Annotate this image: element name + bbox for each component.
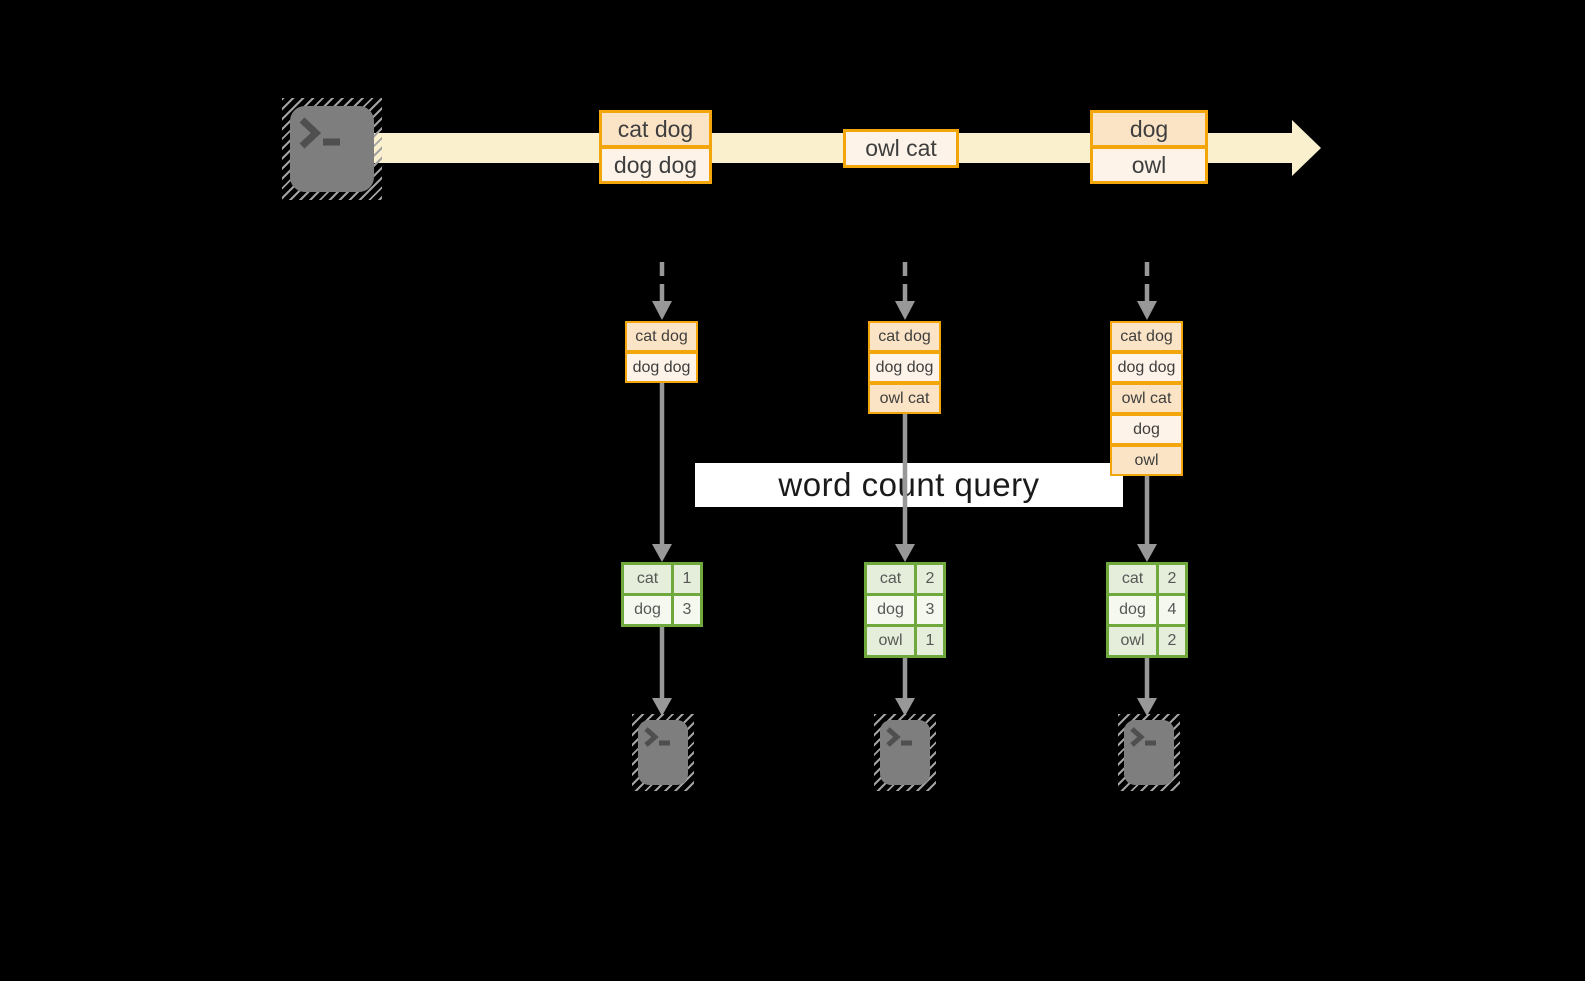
- window-record: dog: [1110, 414, 1183, 445]
- down-arrow-head: [1137, 544, 1157, 562]
- word-text: dog: [877, 601, 904, 618]
- word-text: cat: [879, 570, 902, 587]
- count-text: 2: [1167, 570, 1177, 587]
- word-cell: owl: [867, 627, 914, 655]
- window-buffer-2: cat dog dog dog owl cat: [868, 321, 941, 414]
- window-record: cat dog: [625, 321, 698, 352]
- stream-record-batch-1: cat dog dog dog: [599, 110, 712, 184]
- window-record-text: owl: [1134, 451, 1159, 469]
- terminal-prompt-icon: [644, 727, 670, 747]
- query-label-text: word count query: [778, 466, 1040, 503]
- terminal-prompt-icon: [1130, 727, 1156, 747]
- count-cell: 3: [917, 596, 943, 624]
- stream-record-text: owl: [1131, 151, 1167, 178]
- down-arrow-head: [1137, 301, 1157, 320]
- count-text: 1: [925, 632, 935, 649]
- window-record-text: dog dog: [875, 358, 934, 376]
- terminal-prompt-icon: [886, 727, 912, 747]
- down-arrow-head: [895, 544, 915, 562]
- window-record: owl cat: [868, 383, 941, 414]
- window-record: cat dog: [1110, 321, 1183, 352]
- word-cell: cat: [867, 565, 914, 593]
- window-record-text: dog dog: [632, 358, 691, 376]
- count-cell: 2: [1159, 565, 1185, 593]
- word-text: owl: [878, 632, 903, 649]
- window-record-text: owl cat: [1121, 389, 1172, 407]
- down-arrow-head: [1137, 698, 1157, 716]
- stream-record-text: dog: [1129, 115, 1169, 142]
- window-buffer-1: cat dog dog dog: [625, 321, 698, 383]
- word-cell: dog: [624, 596, 671, 624]
- column1-arrows: [652, 262, 672, 716]
- query-label-box: word count query: [695, 463, 1123, 507]
- count-text: 3: [682, 601, 692, 618]
- count-text: 4: [1167, 601, 1177, 618]
- down-arrow-head: [895, 698, 915, 716]
- window-record-text: cat dog: [635, 327, 688, 345]
- window-buffer-3: cat dog dog dog owl cat dog owl: [1110, 321, 1183, 476]
- terminal-prompt-icon: [299, 117, 340, 149]
- word-cell: owl: [1109, 627, 1156, 655]
- window-record-text: owl cat: [879, 389, 930, 407]
- word-cell: dog: [867, 596, 914, 624]
- output-terminal-icon-1: [632, 714, 694, 791]
- count-cell: 3: [674, 596, 700, 624]
- stream-record: dog dog: [599, 146, 712, 184]
- count-cell: 2: [1159, 627, 1185, 655]
- source-terminal-icon: [282, 98, 382, 200]
- window-record-text: cat dog: [878, 327, 931, 345]
- window-record-text: dog dog: [1117, 358, 1176, 376]
- stream-record-text: owl cat: [865, 135, 937, 161]
- output-terminal-icon-2: [874, 714, 936, 791]
- word-cell: cat: [624, 565, 671, 593]
- window-record-text: cat dog: [1120, 327, 1173, 345]
- window-record: owl cat: [1110, 383, 1183, 414]
- count-cell: 2: [917, 565, 943, 593]
- count-text: 2: [925, 570, 935, 587]
- word-text: dog: [1119, 601, 1146, 618]
- stream-record: owl cat: [843, 129, 959, 168]
- count-text: 1: [682, 570, 692, 587]
- stream-record: dog: [1090, 110, 1208, 148]
- count-text: 2: [1167, 632, 1177, 649]
- window-record: owl: [1110, 445, 1183, 476]
- stream-record-text: cat dog: [617, 115, 694, 142]
- count-text: 3: [925, 601, 935, 618]
- word-count-table-1: cat 1 dog 3: [621, 562, 703, 627]
- word-text: dog: [634, 601, 661, 618]
- stream-record: owl: [1090, 146, 1208, 184]
- window-record: cat dog: [868, 321, 941, 352]
- down-arrow-head: [652, 698, 672, 716]
- count-cell: 1: [674, 565, 700, 593]
- word-count-table-2: cat 2 dog 3 owl 1: [864, 562, 946, 658]
- word-text: cat: [1121, 570, 1144, 587]
- window-record: dog dog: [868, 352, 941, 383]
- count-cell: 1: [917, 627, 943, 655]
- down-arrow-head: [652, 544, 672, 562]
- output-terminal-icon-3: [1118, 714, 1180, 791]
- word-count-table-3: cat 2 dog 4 owl 2: [1106, 562, 1188, 658]
- window-record: dog dog: [625, 352, 698, 383]
- column3-arrows: [1137, 262, 1157, 716]
- word-text: owl: [1120, 632, 1145, 649]
- stream-arrow-head: [1292, 120, 1321, 176]
- window-record-text: dog: [1133, 420, 1160, 438]
- down-arrow-head: [652, 301, 672, 320]
- word-cell: cat: [1109, 565, 1156, 593]
- stream-record-batch-2: owl cat: [843, 129, 959, 168]
- count-cell: 4: [1159, 596, 1185, 624]
- stream-record-text: dog dog: [613, 151, 698, 178]
- word-text: cat: [636, 570, 659, 587]
- window-record: dog dog: [1110, 352, 1183, 383]
- stream-record-batch-3: dog owl: [1090, 110, 1208, 184]
- down-arrow-head: [895, 301, 915, 320]
- word-cell: dog: [1109, 596, 1156, 624]
- stream-record: cat dog: [599, 110, 712, 148]
- column2-arrows: [895, 262, 915, 716]
